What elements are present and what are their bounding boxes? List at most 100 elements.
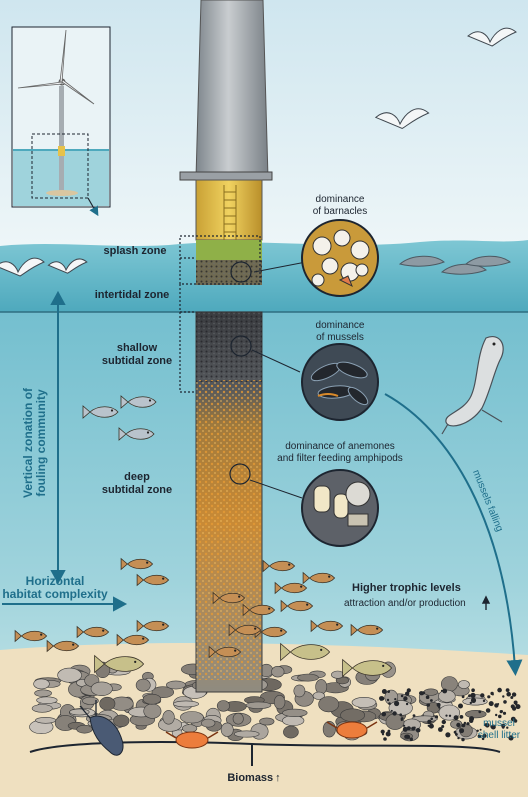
shell-fragment (409, 737, 413, 741)
shell-fragment (434, 715, 439, 719)
shell-fragment (487, 695, 491, 699)
shell-fragment (461, 695, 465, 699)
shell-fragment (379, 698, 383, 701)
shell-fragment (385, 731, 391, 737)
rock (216, 700, 230, 712)
rock (273, 694, 286, 710)
fish (342, 658, 393, 678)
fish (242, 603, 276, 617)
fish (228, 623, 262, 637)
biomass-up-arrow: ↑ (275, 772, 281, 784)
rock (232, 712, 244, 725)
shell-fragment (459, 715, 464, 719)
fish (274, 581, 308, 595)
shell-fragment (388, 702, 391, 705)
shell-fragment (428, 723, 434, 729)
shell-fragment (479, 728, 482, 731)
shell-fragment (494, 703, 499, 708)
shell-fragment (513, 719, 518, 723)
shell-fragment (448, 714, 452, 717)
fish (262, 559, 296, 573)
seagull (47, 258, 88, 274)
fish-eye (320, 648, 323, 652)
fish-eye (102, 629, 105, 632)
shell-fragment (506, 691, 512, 697)
rock (34, 689, 52, 697)
fish-eye (142, 637, 145, 640)
shell-fragment (380, 729, 385, 734)
fish-eye (40, 633, 43, 636)
shell-fragment (491, 693, 494, 696)
fish (208, 645, 242, 659)
shell-fragment (406, 688, 411, 693)
fish-eye (336, 623, 339, 626)
porpoise (464, 255, 511, 267)
shell-fragment (503, 700, 507, 704)
fish (116, 633, 150, 647)
shell-fragment (459, 728, 465, 734)
sea-surface (0, 240, 528, 312)
shell-fragment (470, 697, 477, 704)
shell-fragment (501, 723, 506, 728)
fish-eye (300, 585, 303, 588)
shell-fragment (425, 695, 430, 699)
fish (350, 623, 384, 637)
shell-fragment (505, 688, 510, 692)
shell-fragment (482, 733, 487, 738)
fish (76, 625, 110, 639)
fish-eye (328, 575, 331, 578)
fish-eye (268, 607, 271, 610)
rock (282, 715, 305, 726)
rock (259, 717, 275, 726)
rock (35, 716, 57, 724)
shell-fragment (463, 721, 467, 725)
fish-eye (134, 660, 137, 664)
seagull-icon (0, 27, 517, 277)
rock (233, 730, 260, 738)
fish-eye (148, 399, 152, 402)
wind-turbine-icon (11, 26, 111, 217)
rock (76, 724, 93, 734)
shell-fragment (470, 692, 476, 699)
shell-fragment (513, 700, 518, 705)
shell-fragment (495, 713, 498, 717)
fish (14, 629, 48, 643)
seal-icon (441, 336, 504, 435)
shell-fragment (515, 704, 521, 710)
fish-eye (162, 623, 165, 626)
fish (136, 619, 170, 633)
fish-eye (146, 431, 150, 434)
shell-fragment (482, 699, 486, 703)
intertidal-zone-label: intertidal zone (94, 289, 170, 301)
rock (113, 714, 130, 727)
shell-fragment (381, 711, 387, 717)
fish-eye (110, 409, 114, 412)
rock (57, 667, 82, 683)
shell-fragment (383, 737, 387, 741)
shell-fragment (506, 726, 509, 729)
transition-piece (195, 179, 263, 241)
fish (120, 557, 154, 571)
shell-fragment (441, 719, 446, 725)
fish-eye (254, 627, 257, 630)
rock (142, 693, 162, 705)
shell-fragment (508, 735, 514, 741)
shell-fragment (468, 694, 471, 698)
mussels-callout (230, 335, 379, 421)
shell-fragment (405, 691, 410, 696)
shell-fragment (392, 711, 397, 716)
rock (283, 725, 299, 739)
shell-fragment (488, 701, 494, 707)
fish-eye (162, 577, 165, 580)
fish-eye (72, 643, 75, 646)
shell-fragment (438, 706, 441, 709)
shell-fragment (510, 696, 514, 699)
rock (423, 688, 439, 696)
porpoise-icon (398, 255, 511, 275)
fish (46, 639, 80, 653)
shell-fragment (453, 715, 459, 721)
